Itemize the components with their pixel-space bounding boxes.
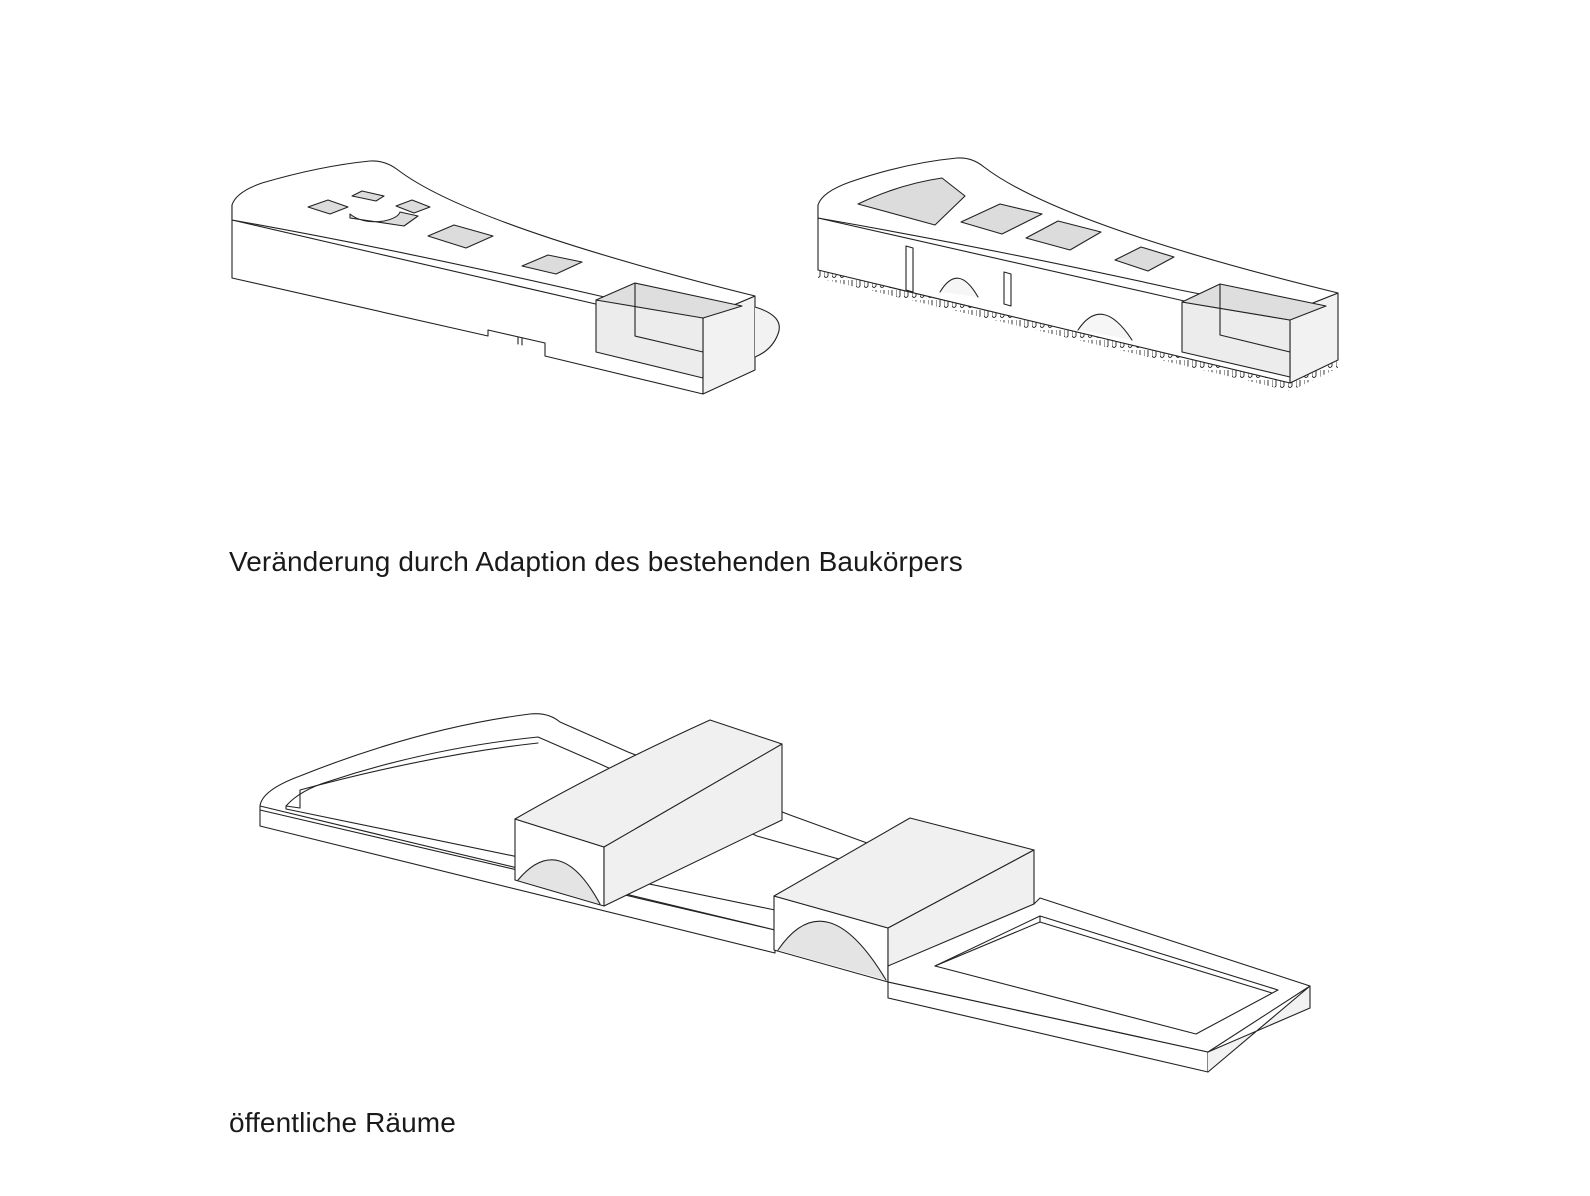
rear-frame-end xyxy=(1207,985,1311,1073)
model1-opening-6 xyxy=(521,254,583,275)
model1-opening-3 xyxy=(349,211,419,227)
model-adapted-volume xyxy=(817,157,1339,391)
model1-roof xyxy=(231,160,756,319)
model2-opening-1 xyxy=(857,177,966,226)
model2-opening-3 xyxy=(1025,220,1102,251)
model2-serrated-base xyxy=(818,270,1290,391)
model2-end-serration xyxy=(1290,360,1338,391)
model1-tip-terrace xyxy=(754,306,780,358)
caption-public-spaces: öffentliche Räume xyxy=(229,1107,456,1138)
model2-opening-2 xyxy=(960,203,1043,235)
model1-opening-5 xyxy=(427,224,494,249)
model1-courtyard-back xyxy=(634,282,704,353)
model-public-spaces xyxy=(259,713,1311,1073)
model2-front-arch-1 xyxy=(939,277,979,298)
model2-front-arch-2 xyxy=(1077,313,1133,341)
model1-opening-1 xyxy=(307,199,349,215)
rear-frame-void xyxy=(934,915,1279,1035)
model1-front-wall xyxy=(231,204,704,395)
bridge-block-1-arch xyxy=(517,859,601,905)
model1-opening-2 xyxy=(351,190,385,202)
bridge-block-1-side xyxy=(603,743,783,907)
model-existing-volume xyxy=(231,160,780,395)
model2-courtyard-side xyxy=(1181,283,1327,321)
model1-courtyard-side xyxy=(595,282,743,319)
model2-opening-4 xyxy=(1114,246,1175,272)
caption-adaptation: Veränderung durch Adaption des bestehend… xyxy=(229,546,963,577)
model1-opening-4 xyxy=(395,199,431,214)
bridge-block-2-arch xyxy=(777,920,887,981)
